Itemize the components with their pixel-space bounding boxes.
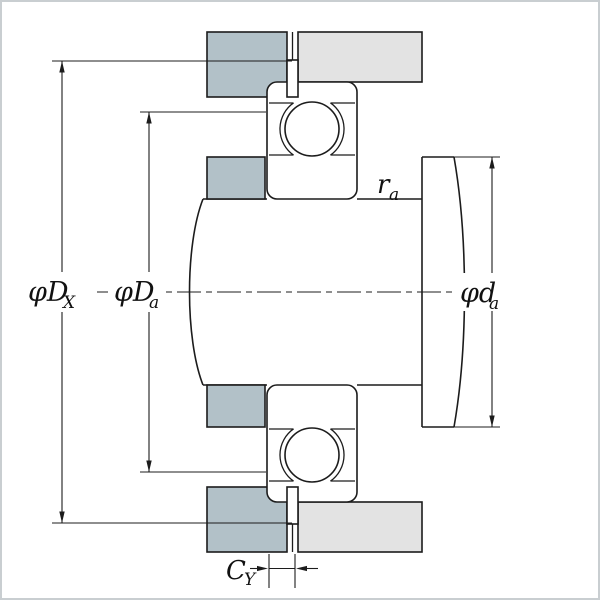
label-ra: r bbox=[377, 170, 391, 200]
ball-top bbox=[284, 101, 340, 157]
snap-ring-top bbox=[286, 59, 299, 98]
label-DX-subscript: X bbox=[61, 293, 76, 313]
shaft bbox=[188, 156, 466, 428]
end-cover-top-right bbox=[297, 31, 423, 83]
surrounding-structure bbox=[206, 31, 423, 553]
arrowhead-left bbox=[296, 565, 307, 572]
label-ra-subscript: a bbox=[389, 185, 399, 205]
bearing-top-section bbox=[266, 59, 358, 200]
snap-ring-bottom bbox=[286, 486, 299, 525]
arrowhead-down bbox=[146, 460, 152, 472]
label-mask bbox=[454, 273, 508, 311]
arrowhead-up bbox=[59, 61, 65, 73]
arrowhead-up bbox=[146, 112, 152, 124]
arrowhead-right bbox=[257, 565, 268, 572]
label-CY-subscript: Y bbox=[244, 570, 257, 590]
arrowhead-down bbox=[489, 415, 495, 427]
cage-arc-bottom-left bbox=[279, 428, 294, 482]
abutment-ring-bottom bbox=[206, 384, 266, 428]
arrowhead-up bbox=[489, 157, 495, 169]
label-Da-subscript: a bbox=[149, 293, 159, 313]
label-da-subscript: a bbox=[489, 294, 499, 314]
ball-bottom bbox=[284, 427, 340, 483]
label-DX: φD bbox=[28, 277, 69, 308]
cage-arc-top-left bbox=[279, 102, 294, 156]
arrowhead-down bbox=[59, 511, 65, 523]
cage-arc-top-right bbox=[330, 102, 345, 156]
label-da: φd bbox=[460, 278, 496, 309]
labels: φD X φD a φd a r a C Y bbox=[22, 170, 508, 590]
label-Da: φD bbox=[114, 277, 155, 308]
dimension-DX bbox=[52, 60, 292, 524]
label-mask bbox=[22, 272, 80, 312]
label-mask bbox=[108, 272, 166, 312]
cage-arc-bottom-right bbox=[330, 428, 345, 482]
dimension-CY bbox=[250, 554, 318, 588]
bearing-bottom-section bbox=[266, 384, 358, 525]
label-CY: C bbox=[226, 556, 246, 586]
end-cover-bottom-right bbox=[297, 501, 423, 553]
abutment-ring-top bbox=[206, 156, 266, 200]
